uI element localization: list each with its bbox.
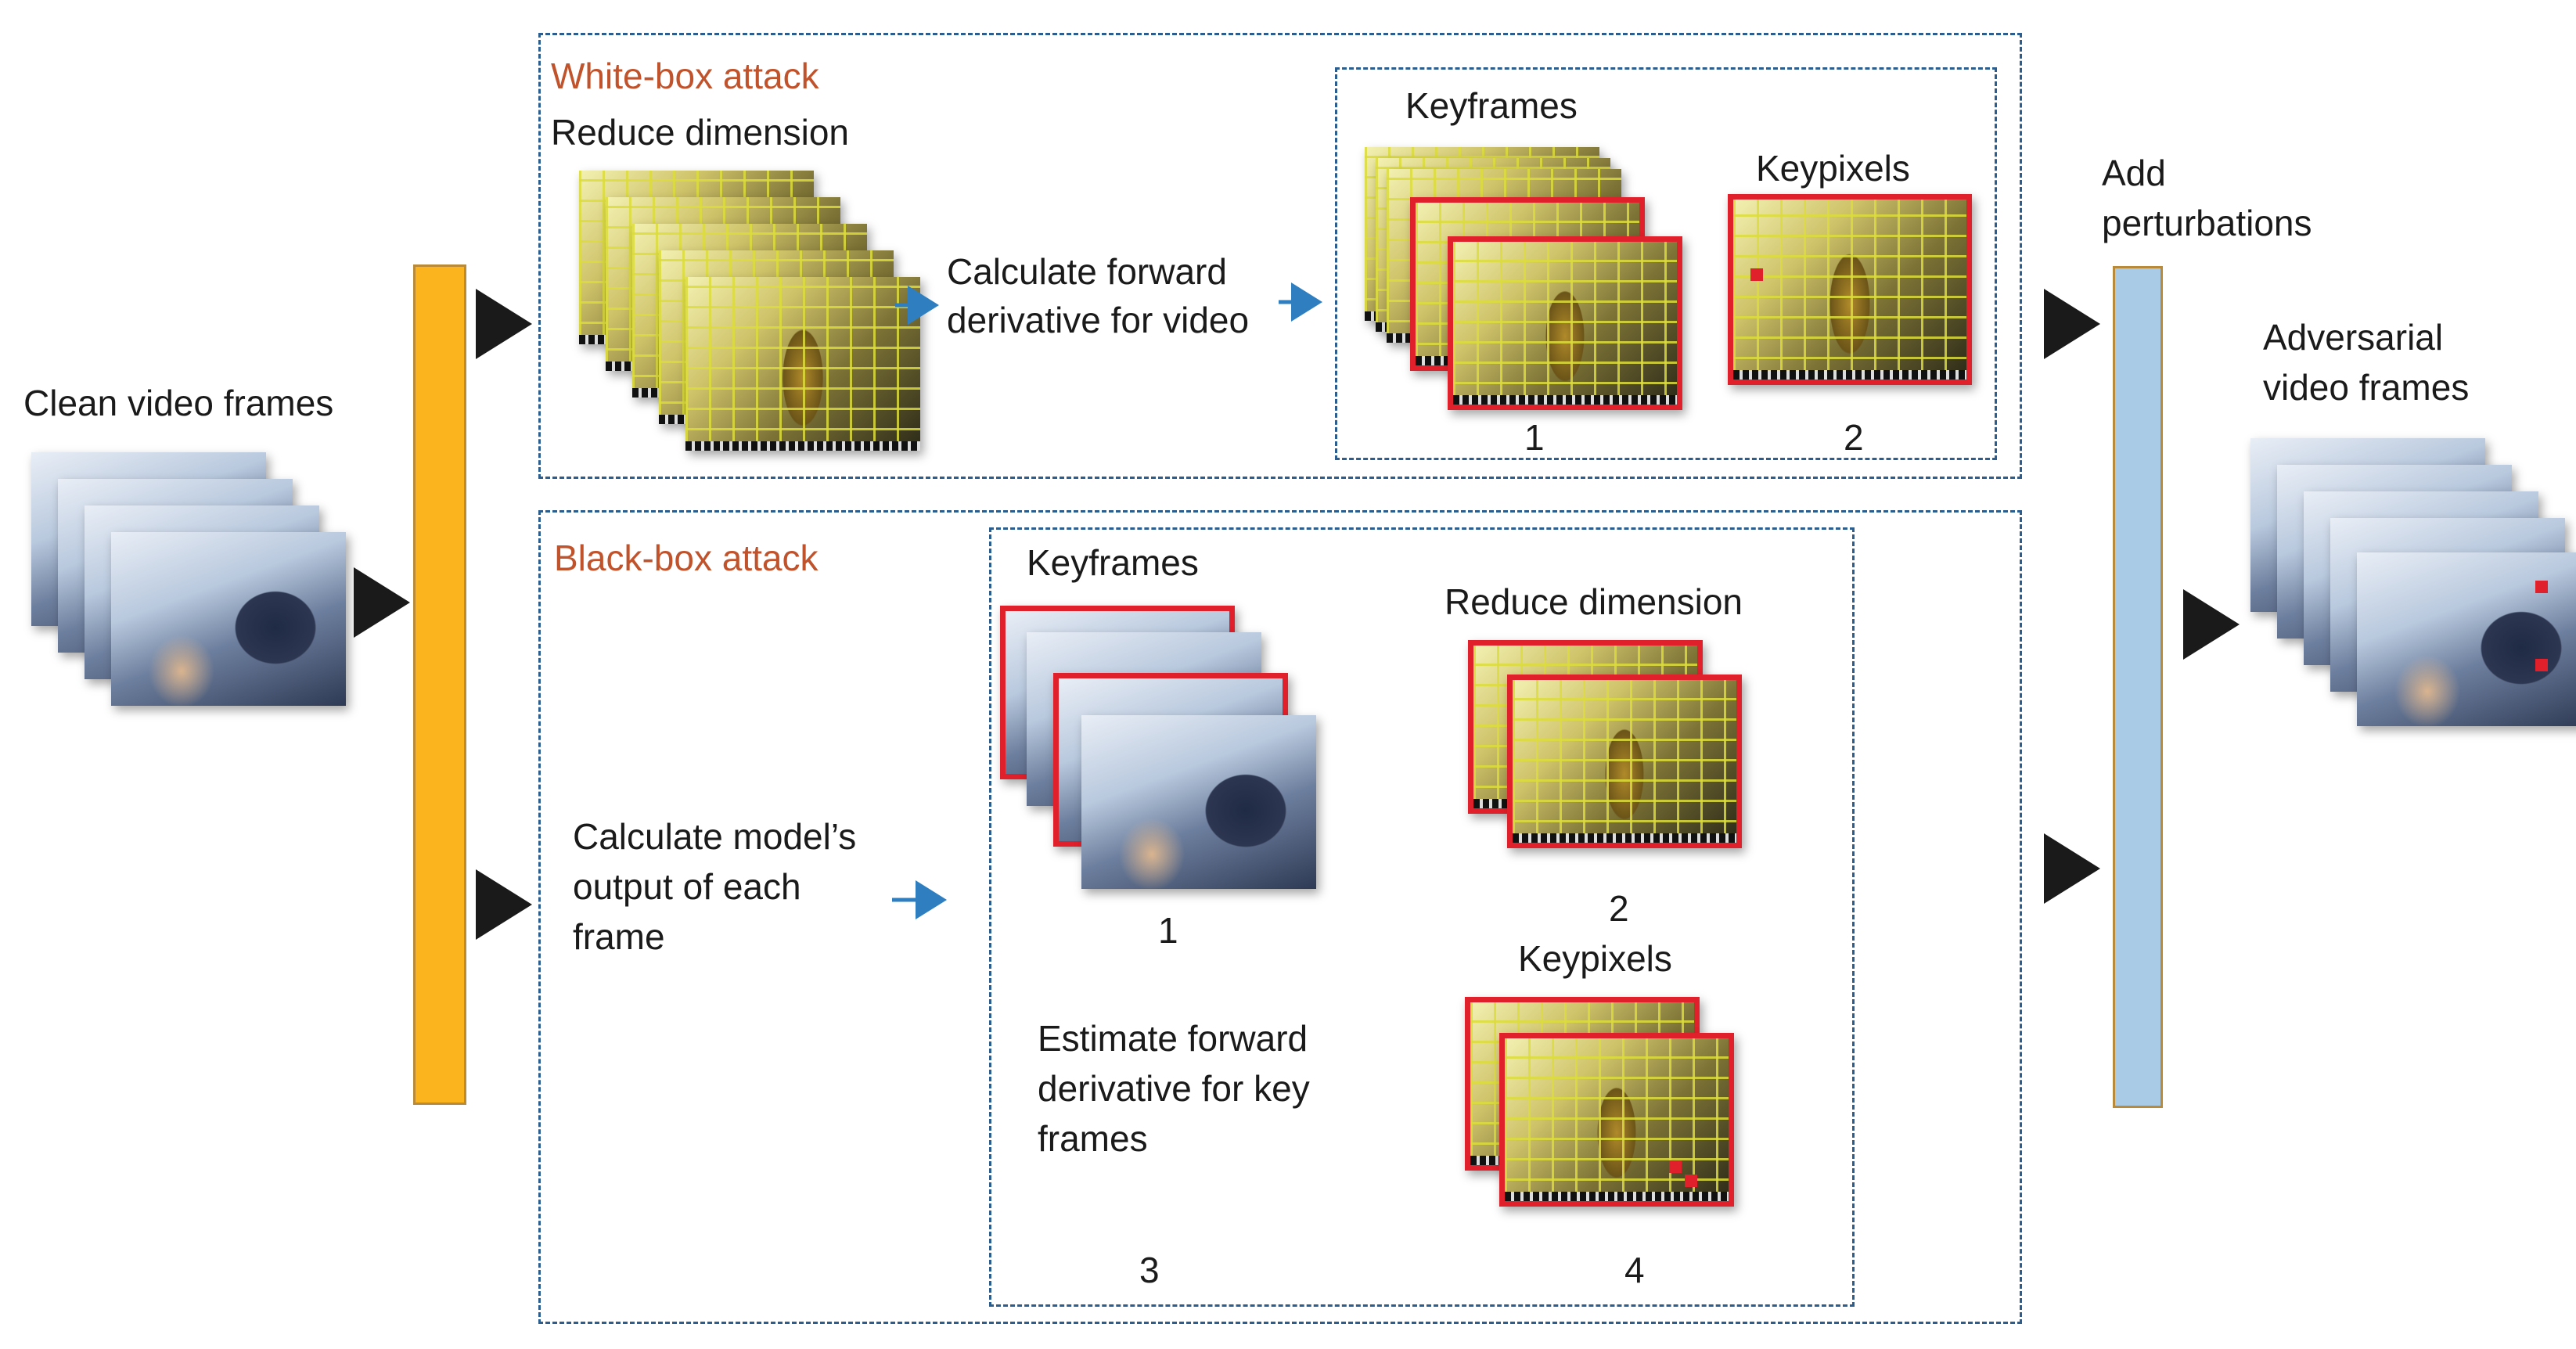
perturbation-dot (2535, 581, 2548, 593)
white-box-calc-line1: Calculate forward (947, 251, 1227, 292)
black-box-title: Black-box attack (554, 538, 818, 578)
add-perturbations-line1: Add (2102, 153, 2166, 193)
black-box-reduce-label: Reduce dimension (1445, 581, 1743, 622)
black-box-keyframes-label: Keyframes (1027, 542, 1199, 583)
white-box-reduce-label: Reduce dimension (551, 112, 850, 153)
black-box-calc-line1: Calculate model’s (573, 816, 857, 857)
white-box-num-1: 1 (1524, 417, 1545, 458)
black-box-calc-line2: output of each (573, 866, 801, 907)
keypixel-keyframe (1499, 1033, 1734, 1207)
adversarial-line1: Adversarial (2263, 317, 2444, 358)
adversarial-line2: video frames (2263, 367, 2470, 408)
adversarial-frame (2357, 552, 2576, 726)
white-box-keypixels-label: Keypixels (1756, 148, 1910, 189)
reduced-frame (685, 277, 920, 451)
white-box-num-2: 2 (1844, 417, 1864, 458)
black-box-est-line2: derivative for key (1038, 1068, 1310, 1109)
white-box-calc-line2: derivative for video (947, 300, 1250, 340)
blue-perturbation-bar (2113, 266, 2163, 1108)
black-box-est-line1: Estimate forward (1038, 1018, 1308, 1059)
black-box-num-2: 2 (1609, 888, 1629, 929)
black-box-est-line3: frames (1038, 1118, 1148, 1159)
white-box-panel (538, 33, 2022, 479)
black-box-num-3: 3 (1139, 1250, 1160, 1290)
keypixel-dot (1750, 268, 1763, 281)
keyframe-selected (1448, 236, 1682, 410)
white-box-title: White-box attack (551, 56, 819, 96)
black-box-num-1: 1 (1158, 910, 1178, 951)
keypixel-dot (1669, 1160, 1682, 1173)
white-box-keyframes-label: Keyframes (1405, 85, 1578, 126)
black-box-keypixels-label: Keypixels (1518, 938, 1672, 979)
keyframe-clean (1081, 715, 1316, 889)
add-perturbations-line2: perturbations (2102, 203, 2312, 243)
perturbation-dot (2535, 659, 2548, 671)
black-box-panel (538, 510, 2022, 1324)
clean-frames-label: Clean video frames (23, 383, 334, 423)
white-box-keypixel-frame (1728, 194, 1972, 385)
white-box-inner-panel (1335, 67, 1997, 460)
orange-encoder-bar (413, 264, 466, 1105)
clean-frame (111, 532, 346, 706)
black-box-calc-line3: frame (573, 916, 665, 957)
keypixel-dot (1685, 1175, 1697, 1187)
black-box-num-4: 4 (1624, 1250, 1645, 1290)
black-box-inner-panel (989, 527, 1855, 1307)
reduced-keyframe (1507, 674, 1742, 848)
